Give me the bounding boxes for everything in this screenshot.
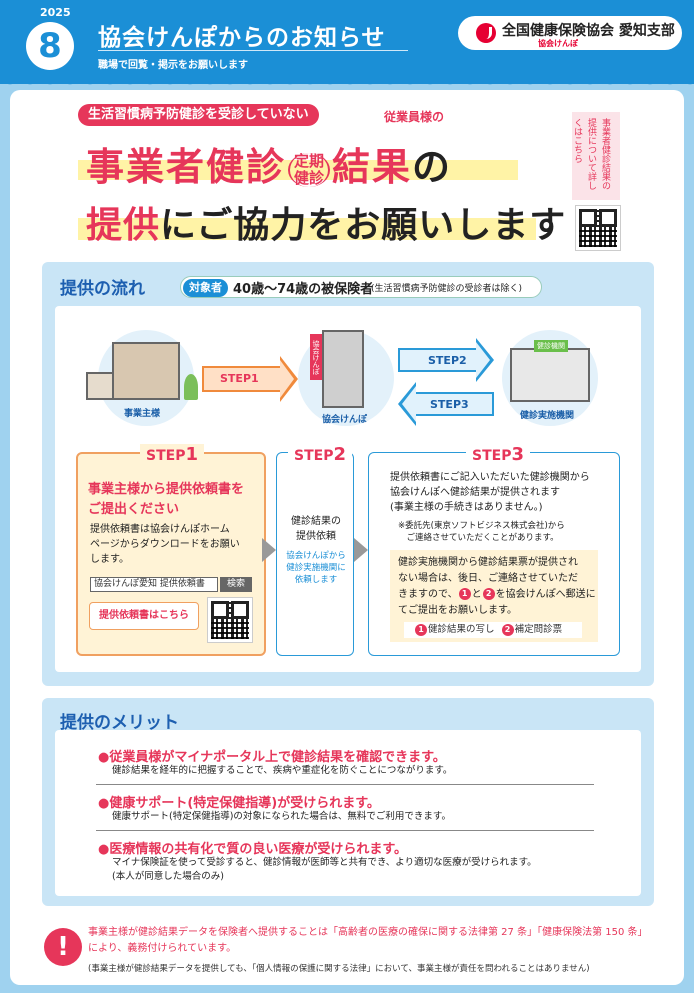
step1-arrow (202, 356, 298, 402)
details-qr-code[interactable] (575, 205, 621, 251)
header-banner: 2025 8 協会けんぽからのお知らせ 職場で回覧・掲示をお願いします 全国健康… (0, 0, 694, 94)
request-form-link[interactable]: 提供依頼書はこちら (89, 602, 199, 630)
merit-item-heading: ●医療情報の共有化で質の良い医療が受けられます。 (98, 842, 408, 857)
merit-panel (55, 730, 641, 896)
step3-note: ※委託先(東京ソフトビジネス株式会社)から ご連絡させていただくことがあります。 (398, 521, 565, 543)
step2-note: 協会けんぽから 健診実施機関に 依頼します (286, 551, 346, 585)
request-form-qr-code[interactable] (207, 597, 253, 643)
newsletter-title: 協会けんぽからのお知らせ (98, 25, 386, 51)
org-name: 全国健康保険協会 愛知支部 (502, 23, 675, 39)
warning-icon: ! (44, 928, 82, 966)
merit-item-desc: 健康サポート(特定保健指導)の対象になられた場合は、無料でご利用できます。 (112, 811, 451, 822)
step1-arrow-label: STEP1 (220, 372, 259, 385)
step2-heading: STEP2 (288, 444, 352, 465)
number-badge: 2 (501, 623, 514, 636)
employer-building-icon (112, 342, 180, 400)
step2-body: 健診結果の 提供依頼 (291, 516, 341, 542)
step2-arrow-label: STEP2 (428, 354, 467, 367)
search-input[interactable]: 協会けんぽ愛知 提供依頼書 (90, 577, 218, 592)
clinic-building-icon (510, 348, 590, 402)
clinic-sign: 健診機関 (534, 340, 568, 352)
tree-icon (184, 374, 198, 400)
legal-notice: 事業主様が健診結果データを保険者へ提供することは「高齢者の医療の確保に関する法律… (88, 927, 648, 938)
kyokai-building-icon (322, 330, 364, 408)
number-badge: 2 (482, 588, 495, 600)
kyokai-sign: 協会けんぽ (310, 334, 322, 380)
merit-divider (96, 784, 594, 785)
employer-annex-icon (86, 372, 114, 400)
step3-arrow-label: STEP3 (430, 398, 469, 411)
flow-title: 提供の流れ (60, 279, 145, 299)
target-note: (生活習慣病予防健診の受診者は除く) (371, 284, 523, 294)
step1-heading: STEP1 (140, 444, 204, 465)
step-next-arrow-icon (354, 538, 368, 562)
kyokai-label: 協会けんぽ (322, 415, 368, 425)
step3-body: 提供依頼書にご記入いただいた健診機関から 協会けんぽへ健診結果が提供されます (… (390, 472, 590, 513)
merit-item-heading: ●従業員様がマイナポータル上で健診結果を確認できます。 (98, 750, 446, 765)
search-button[interactable]: 検索 (220, 577, 252, 592)
step1-title: 事業主様から提供依頼書を ご提出ください (88, 482, 245, 517)
issue-number: 8 (26, 22, 74, 70)
employer-label: 事業主様 (124, 409, 161, 419)
merit-item-desc: (本人が同意した場合のみ) (112, 871, 224, 882)
step3-arrow (398, 382, 494, 426)
legal-disclaimer: (事業主様が健診結果データを提供しても、「個人情報の保護に関する法律」において、… (88, 964, 590, 974)
clinic-label: 健診実施機関 (520, 411, 575, 421)
target-value: 40歳〜74歳の被保険者 (233, 282, 374, 297)
main-title-line1: 事業者健診定期健診結果の (86, 145, 453, 189)
details-note: 事業者健診結果の提供について詳しくはこちら (572, 112, 620, 200)
step-next-arrow-icon (262, 538, 276, 562)
header-divider (98, 50, 408, 51)
merit-divider (96, 830, 594, 831)
merit-item-desc: マイナ保険証を使って受診すると、健診情報が医師等と共有でき、より適切な医療が受け… (112, 857, 537, 868)
org-sub: 協会けんぽ (538, 39, 578, 48)
number-badge: 1 (415, 623, 427, 636)
issue-year: 2025 (40, 6, 71, 19)
newsletter-subtitle: 職場で回覧・掲示をお願いします (98, 60, 248, 71)
merit-title: 提供のメリット (60, 713, 179, 733)
merit-item-desc: 健診結果を経年的に把握することで、疾病や重症化を防ぐことにつながります。 (112, 765, 453, 776)
legal-notice: により、義務付けられています。 (88, 943, 237, 954)
step2-arrow (398, 338, 494, 382)
main-title-line2: 提供にご協力をお願いします (86, 205, 567, 246)
org-logo: 全国健康保険協会 愛知支部 協会けんぽ (458, 16, 682, 50)
merit-item-heading: ●健康サポート(特定保健指導)が受けられます。 (98, 796, 380, 811)
target-label: 対象者 (183, 279, 228, 297)
step3-notice: 健診実施機関から健診結果票が提供され ない場合は、後日、ご連絡させていただ きま… (398, 557, 596, 616)
title-paren: 定期健診 (288, 152, 331, 187)
target-tag: 対象者 40歳〜74歳の被保険者 (生活習慣病予防健診の受診者は除く) (180, 276, 542, 298)
step1-body: 提供依頼書は協会けんぽホーム ページからダウンロードをお願い します。 (90, 524, 240, 565)
kyokai-logo-icon (476, 23, 496, 43)
target-pill-suffix: 従業員様の (384, 110, 445, 124)
number-badge: 1 (458, 588, 471, 600)
step3-heading: STEP3 (466, 444, 530, 465)
title-highlight (78, 218, 536, 240)
target-pill: 生活習慣病予防健診を受診していない (78, 104, 319, 126)
